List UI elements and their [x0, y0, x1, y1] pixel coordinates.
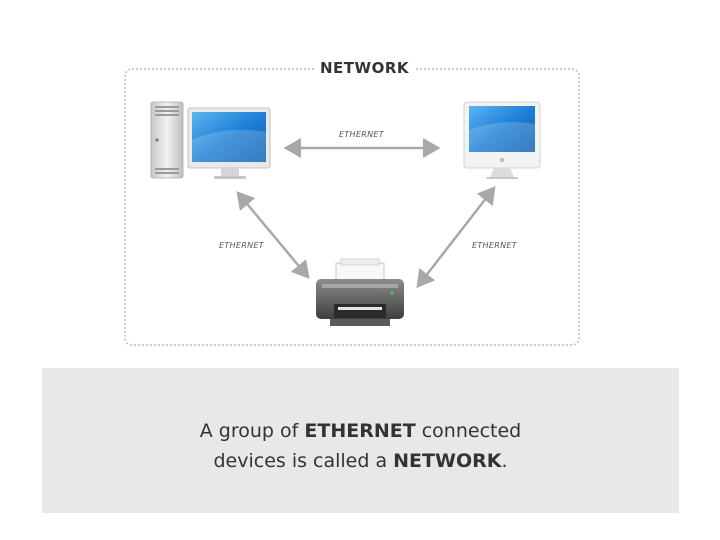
caption-bold-ethernet: ETHERNET: [304, 420, 416, 442]
caption-bold-network: NETWORK: [393, 450, 502, 472]
caption-part3: devices is called a: [213, 450, 394, 472]
edge-label-top: ETHERNET: [339, 130, 384, 139]
network-title: NETWORK: [314, 59, 416, 77]
edge-label-left: ETHERNET: [219, 241, 264, 250]
edge-label-right: ETHERNET: [472, 241, 517, 250]
caption-part4: .: [501, 450, 508, 472]
caption-panel: A group of ETHERNET connected devices is…: [42, 368, 679, 513]
edge-line-left: [236, 191, 310, 279]
caption-text: A group of ETHERNET connected devices is…: [42, 416, 679, 476]
caption-part1: A group of: [199, 420, 305, 442]
desktop-tower-computer-icon: [150, 101, 271, 179]
edge-line-right: [416, 186, 496, 288]
all-in-one-computer-icon: [463, 101, 541, 179]
printer-icon: [316, 258, 404, 326]
caption-part2: connected: [415, 420, 522, 442]
